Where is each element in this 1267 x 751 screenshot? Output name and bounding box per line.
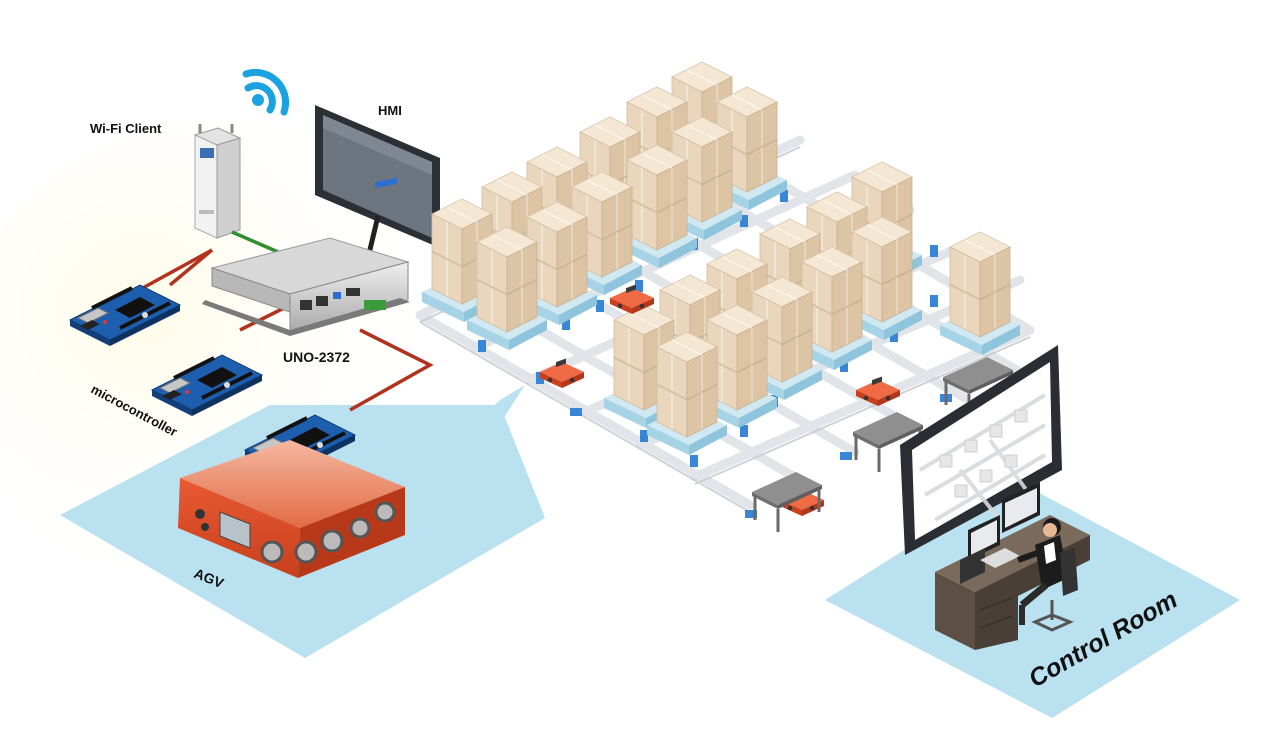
pallet-stack (940, 232, 1020, 355)
control-monitors (960, 482, 1040, 584)
control-room-section: Control Room (825, 345, 1240, 718)
uno-2372-gateway (202, 177, 410, 336)
wifi-client-label: Wi-Fi Client (90, 121, 162, 136)
agv-robot-icon (178, 440, 405, 578)
pallet-stack (647, 332, 727, 455)
wifi-signal-icon (242, 68, 290, 116)
hmi-label: HMI (378, 103, 402, 118)
hmi-monitor-icon (315, 105, 440, 259)
display-wall (900, 345, 1062, 555)
warehouse-grid (415, 62, 1035, 534)
agv-callout-beam (440, 385, 525, 470)
pallet-stack (467, 227, 547, 350)
gateway-label: UNO-2372 (283, 349, 350, 365)
edge-network-section: Wi-Fi Client HMI (0, 68, 545, 658)
wifi-access-point-icon (193, 124, 242, 239)
operator-icon (1016, 518, 1078, 632)
